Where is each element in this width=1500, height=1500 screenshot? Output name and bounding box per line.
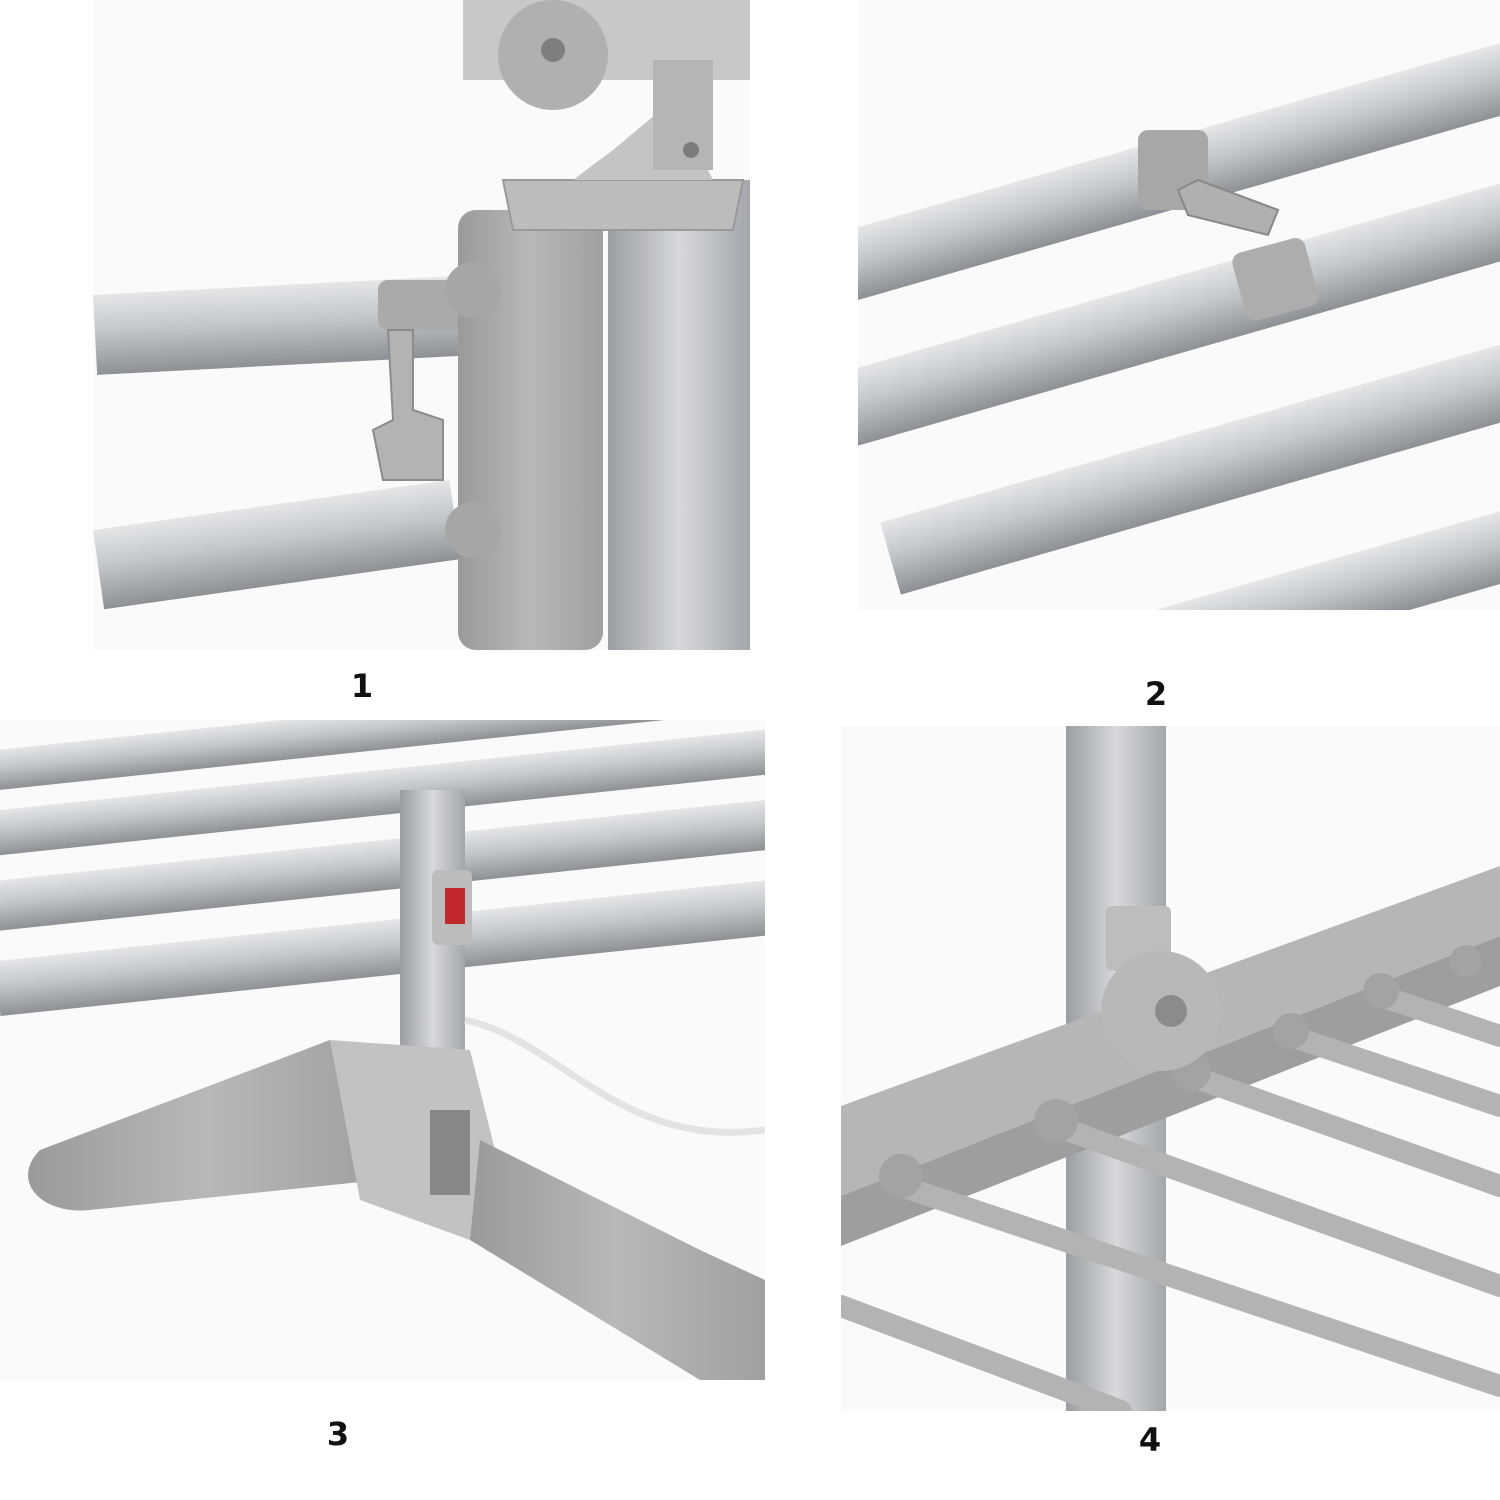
panel-3-photo (0, 720, 765, 1380)
power-switch (445, 888, 465, 924)
panel-4-number: 4 (1138, 1421, 1162, 1459)
panel-1-photo (93, 0, 750, 650)
foot-base-illustration (0, 720, 765, 1380)
panel-1-number: 1 (350, 667, 374, 705)
clip-hooks-illustration (858, 0, 1500, 610)
panel-2-number: 2 (1144, 675, 1168, 713)
corner-hinge-illustration (841, 726, 1500, 1411)
panel-3-number: 3 (326, 1415, 350, 1453)
panel-4-photo (841, 726, 1500, 1411)
rail-clip-illustration (93, 0, 750, 650)
panel-2-photo (858, 0, 1500, 610)
